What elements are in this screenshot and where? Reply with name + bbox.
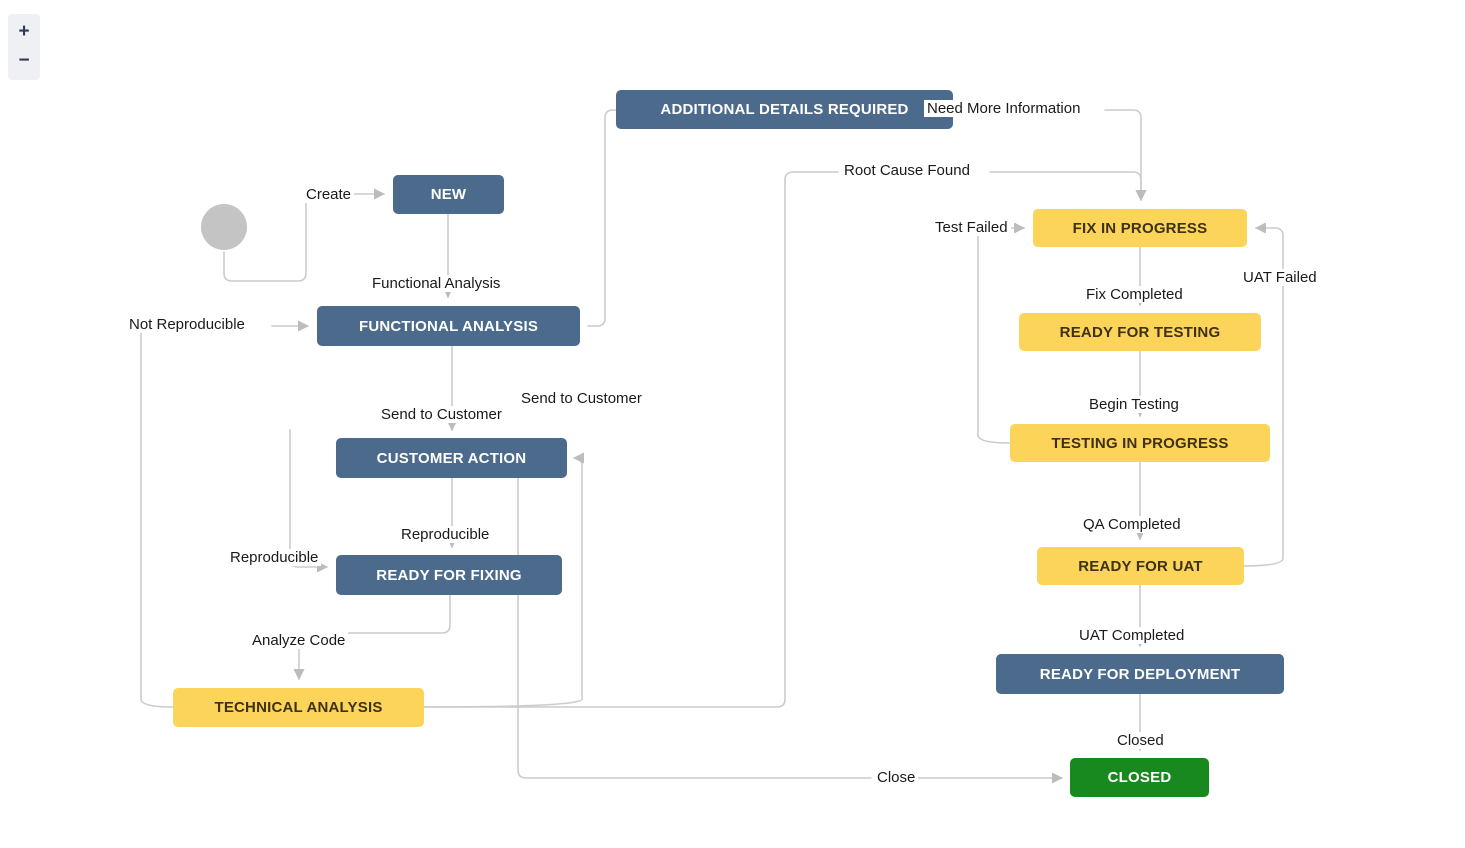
node-label: CUSTOMER ACTION (376, 449, 527, 467)
edge-customer-to-closed (517, 477, 872, 779)
node-label: READY FOR UAT (1078, 557, 1203, 575)
zoom-control[interactable]: + − (8, 14, 40, 80)
node-customer-action[interactable]: CUSTOMER ACTION (336, 438, 567, 478)
node-ready-for-deployment[interactable]: READY FOR DEPLOYMENT (996, 654, 1284, 694)
edge-label-send-to-customer-right: Send to Customer (518, 390, 645, 407)
edge-label-functional-analysis: Functional Analysis (369, 275, 504, 292)
edge-additional-to-fix (1104, 109, 1147, 202)
node-label: ADDITIONAL DETAILS REQUIRED (660, 101, 909, 118)
node-closed[interactable]: CLOSED (1070, 758, 1209, 797)
edge-label-qa-completed: QA Completed (1080, 516, 1184, 533)
edge-label-test-failed: Test Failed (932, 219, 1011, 236)
node-label: NEW (430, 186, 467, 203)
node-additional-details-required[interactable]: ADDITIONAL DETAILS REQUIRED (616, 90, 953, 129)
node-label: READY FOR TESTING (1059, 323, 1221, 341)
node-functional-analysis[interactable]: FUNCTIONAL ANALYSIS (317, 306, 580, 346)
node-label: CLOSED (1107, 769, 1172, 786)
node-label: READY FOR FIXING (376, 566, 522, 584)
edge-label-send-to-customer-left: Send to Customer (378, 406, 505, 423)
zoom-in-button[interactable]: + (18, 21, 30, 42)
edge-label-need-more-information: Need More Information (924, 100, 1084, 117)
edge-technical-to-functional (140, 325, 183, 708)
edge-reproducible-left (289, 429, 329, 573)
edge-functional-to-additional (587, 109, 617, 327)
edge-label-begin-testing: Begin Testing (1086, 396, 1182, 413)
edge-label-reproducible-left: Reproducible (227, 549, 322, 566)
edge-label-uat-failed: UAT Failed (1240, 269, 1320, 286)
node-ready-for-fixing[interactable]: READY FOR FIXING (336, 555, 562, 595)
zoom-out-button[interactable]: − (18, 50, 30, 71)
node-label: READY FOR DEPLOYMENT (1039, 665, 1241, 683)
edge-label-fix-completed: Fix Completed (1083, 286, 1186, 303)
node-label: TECHNICAL ANALYSIS (214, 699, 383, 716)
edge-label-closed: Closed (1114, 732, 1167, 749)
edge-label-close: Close (874, 769, 919, 786)
edge-label-not-reproducible: Not Reproducible (126, 316, 248, 333)
node-testing-in-progress[interactable]: TESTING IN PROGRESS (1010, 424, 1270, 462)
edge-label-analyze-code: Analyze Code (249, 632, 349, 649)
node-label: FUNCTIONAL ANALYSIS (358, 317, 539, 335)
edge-root-cause-right (989, 171, 1147, 202)
node-new[interactable]: NEW (393, 175, 504, 214)
edge-label-uat-completed: UAT Completed (1076, 627, 1188, 644)
node-label: TESTING IN PROGRESS (1051, 434, 1229, 452)
node-technical-analysis[interactable]: TECHNICAL ANALYSIS (173, 688, 424, 727)
node-fix-in-progress[interactable]: FIX IN PROGRESS (1033, 209, 1247, 247)
edge-inprogress-to-fix (977, 222, 1026, 444)
node-label: FIX IN PROGRESS (1072, 219, 1208, 237)
node-ready-for-testing[interactable]: READY FOR TESTING (1019, 313, 1261, 351)
node-ready-for-uat[interactable]: READY FOR UAT (1037, 547, 1244, 585)
edge-label-root-cause-found: Root Cause Found (841, 162, 973, 179)
start-node[interactable] (201, 204, 247, 250)
edge-label-reproducible-top: Reproducible (398, 526, 493, 543)
edge-label-create: Create (303, 186, 355, 203)
